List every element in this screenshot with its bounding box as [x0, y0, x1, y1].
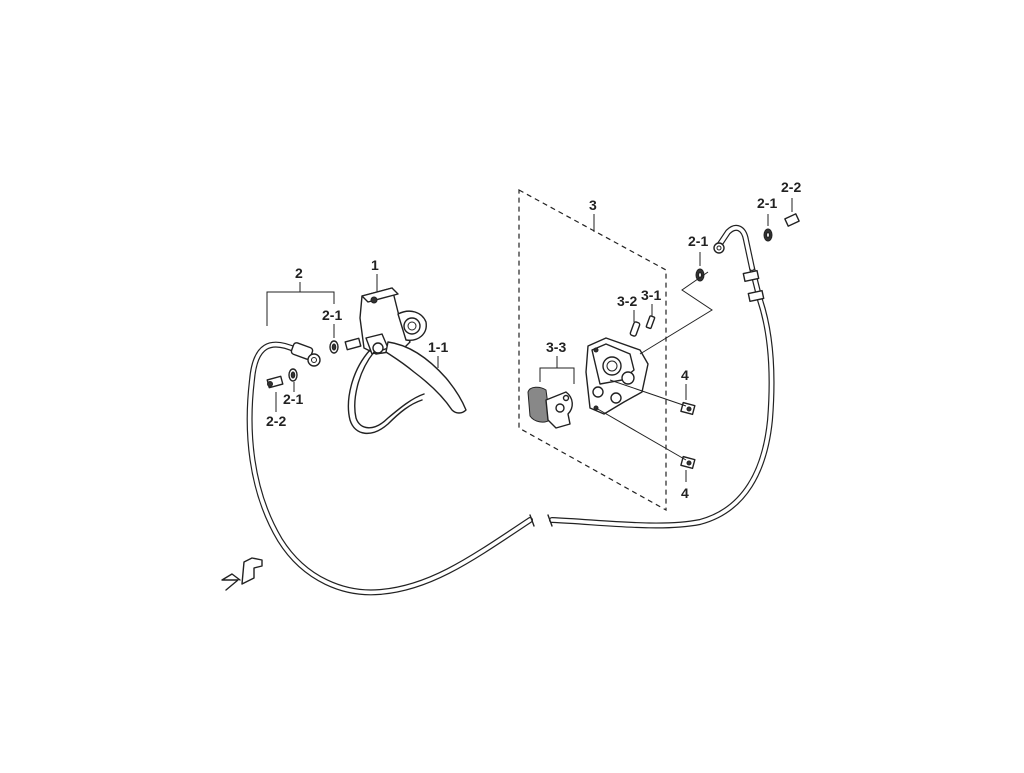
caliper-mount-bolt-upper: [680, 401, 696, 416]
label-bolt-right: 2-2: [781, 179, 801, 195]
label-hose-assembly: 2: [295, 265, 303, 281]
label-mount-bolt-lower: 4: [681, 485, 689, 501]
union-bolt-left: [344, 337, 362, 351]
washer-right-b: [763, 228, 773, 242]
part-labels: 1 1-1 2 2-1 2-1 2-2 3 3-2 3-1 3-3 4 4 2-…: [266, 179, 801, 501]
label-washer-right-a: 2-1: [688, 233, 708, 249]
leader-lines: [266, 198, 793, 482]
label-washer-top-left: 2-1: [322, 307, 342, 323]
bolt-left: [266, 375, 284, 389]
label-mount-bolt-upper: 4: [681, 367, 689, 383]
hose-banjo-fitting-right: [713, 242, 725, 254]
brake-pads: [527, 386, 573, 429]
washer-left-bottom: [288, 368, 298, 382]
label-brake-pads: 3-3: [546, 339, 566, 355]
label-caliper-assembly: 3: [589, 197, 597, 213]
washer-left-top: [329, 340, 339, 354]
bleeder-screw: [645, 315, 656, 330]
bolt-right: [784, 213, 800, 227]
caliper-assembly-boundary: [518, 188, 667, 512]
brake-hose: [246, 224, 775, 596]
brake-caliper: [585, 337, 649, 415]
label-master-cylinder: 1: [371, 257, 379, 273]
label-bolt-left: 2-2: [266, 413, 286, 429]
label-washer-right-b: 2-1: [757, 195, 777, 211]
master-cylinder: [347, 287, 467, 434]
label-bleeder-screw: 3-1: [641, 287, 661, 303]
label-brake-lever: 1-1: [428, 339, 448, 355]
hose-guide-bracket: [221, 557, 263, 591]
bleeder-cap: [629, 321, 641, 337]
hose-banjo-fitting-left: [290, 342, 321, 367]
label-washer-bottom-left: 2-1: [283, 391, 303, 407]
label-bleeder-cap: 3-2: [617, 293, 637, 309]
